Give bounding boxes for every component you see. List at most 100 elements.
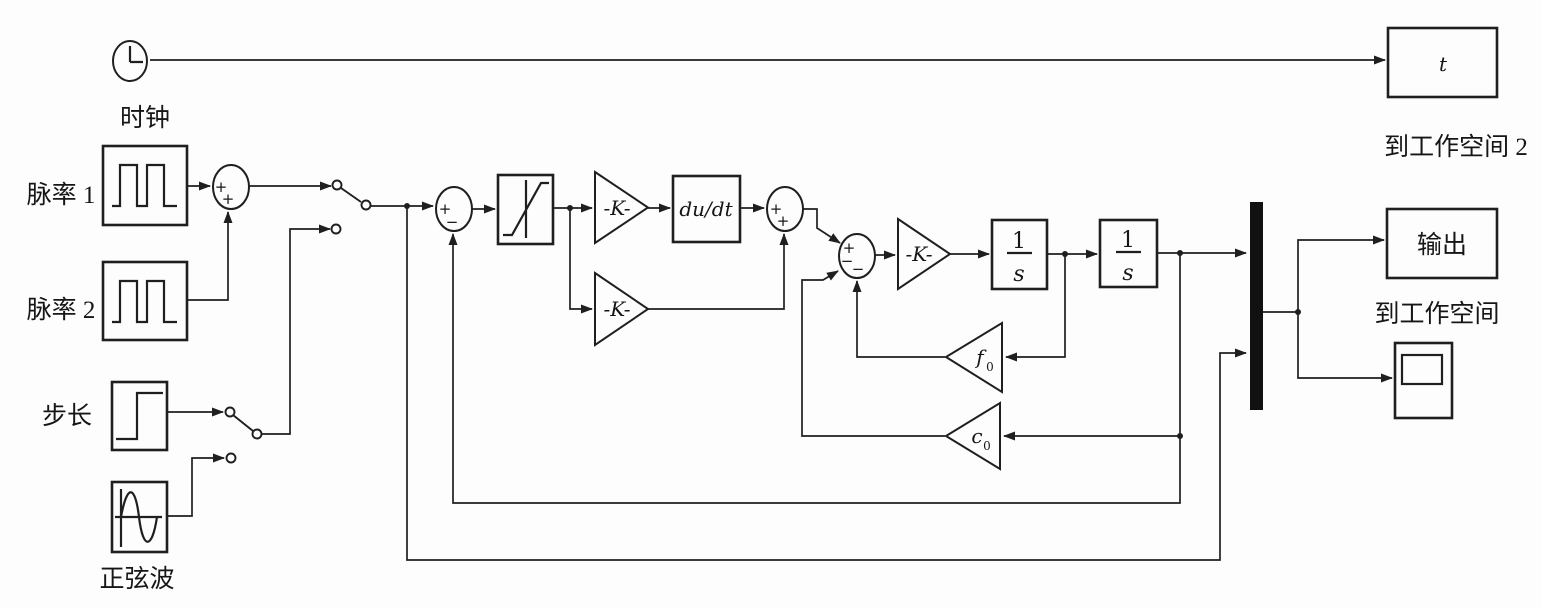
feedback-c0-block: c 0 (944, 401, 1001, 471)
sine-wave-icon (115, 489, 162, 547)
gain-upper-block: -K- (594, 170, 650, 245)
junction-input-branch (404, 203, 410, 209)
wire-switch2-lever (232, 414, 254, 432)
wire-gain-lower-to-deriv-sum (648, 233, 789, 310)
junction-c0-branch (1177, 433, 1183, 439)
wire-mux-to-output-block (1297, 235, 1385, 312)
wire-switch1-lever (340, 187, 362, 203)
wire-deriv-sum-to-state-sum (803, 208, 841, 244)
scope-screen-icon (1400, 353, 1444, 386)
pulse1-box (101, 144, 189, 227)
error-sum-sign-left: + (439, 200, 452, 218)
wire-integrator1-to-f0 (1005, 254, 1066, 362)
pulse2-box (101, 260, 189, 342)
f0-triangle (944, 321, 1003, 394)
integrator2-box (1098, 218, 1159, 289)
input-sum: + + (212, 164, 250, 210)
wire-pulse2-to-input-sum (187, 211, 233, 301)
f0-subscript: 0 (986, 360, 994, 374)
pulse1-caption: 脉率 1 (27, 181, 96, 209)
wire-mux-to-scope (1297, 312, 1393, 383)
switch1-terminal-top (331, 179, 343, 191)
integrator1-block: 1 s (990, 218, 1049, 291)
wire-output-feedback-to-error-sum (448, 233, 1181, 504)
gain-forward-label: -K- (905, 242, 932, 266)
state-sum-circle (838, 233, 876, 279)
gain-lower-label: -K- (603, 297, 630, 321)
junction-dots (404, 203, 1301, 439)
gain-forward-block: -K- (897, 217, 952, 291)
pulse-wave-icon (112, 163, 177, 208)
error-sum-sign-bottom: − (446, 213, 459, 231)
state-sum-sign-left: − (841, 252, 854, 270)
c0-letter: c (971, 424, 982, 448)
pulse1-block: 脉率 1 (27, 144, 189, 227)
integrator1-numerator: 1 (1012, 229, 1026, 254)
wire-input-signal-to-mux (406, 206, 1247, 561)
wire-c0-to-state-sum (801, 270, 945, 437)
time-workspace-label: t (1439, 52, 1448, 76)
clock-caption: 时钟 (120, 104, 170, 132)
mux-bar (1250, 202, 1263, 410)
scope-block (1393, 341, 1454, 420)
switch2-terminal-bottom (225, 452, 237, 464)
state-sum: + − − (838, 233, 876, 279)
clock-hands-icon (128, 46, 143, 64)
deriv-sum-circle (766, 186, 804, 232)
deriv-sum-sign-left: + (770, 200, 783, 218)
c0-subscript: 0 (983, 439, 991, 453)
gain-upper-label: -K- (603, 196, 630, 220)
time-workspace-block: t 到工作空间 2 (1384, 26, 1528, 161)
gain-lower-block: -K- (594, 271, 650, 347)
state-sum-sign-top: + (843, 239, 856, 257)
pulse2-caption: 脉率 2 (27, 296, 96, 324)
sine-caption: 正弦波 (99, 565, 174, 593)
wire-f0-to-state-sum (852, 280, 945, 358)
time-workspace-caption: 到工作空间 2 (1384, 133, 1528, 161)
step-wave-icon (116, 391, 163, 441)
pulse-wave-icon (112, 279, 177, 324)
junction-output-branch (1177, 250, 1183, 256)
integrator2-denominator: s (1122, 261, 1133, 286)
deriv-sum-sign-bottom: + (777, 212, 790, 230)
derivative-box (671, 174, 742, 244)
time-workspace-box (1386, 26, 1499, 99)
integrator1-denominator: s (1013, 262, 1024, 287)
state-sum-sign-bottom: − (852, 260, 865, 278)
switch2-terminal-top (224, 406, 236, 418)
clock-block: 时钟 (112, 40, 170, 132)
output-workspace-caption: 到工作空间 (1374, 300, 1499, 328)
deriv-sum: + + (766, 186, 804, 232)
error-sum-circle (435, 186, 473, 232)
integrator1-box (990, 218, 1049, 291)
derivative-label: du/dt (679, 197, 733, 221)
output-workspace-label: 输出 (1417, 231, 1467, 259)
wires (150, 55, 1393, 561)
feedback-f0-block: f 0 (944, 321, 1003, 394)
c0-triangle (944, 401, 1001, 471)
gain-upper-triangle (594, 170, 650, 245)
switch1-terminal-out (360, 199, 372, 211)
step-block: 步长 (42, 380, 169, 452)
manual-switch-1 (330, 179, 372, 235)
manual-switch-2 (224, 406, 263, 464)
saturation-block (496, 173, 555, 246)
output-workspace-block: 输出 到工作空间 (1374, 207, 1500, 328)
step-caption: 步长 (42, 402, 92, 430)
wire-switch2-to-switch1 (262, 224, 331, 435)
gain-lower-triangle (594, 271, 650, 347)
switch2-terminal-out (251, 428, 263, 440)
derivative-block: du/dt (671, 174, 742, 244)
junction-mux-out-branch (1295, 309, 1301, 315)
integrator2-numerator: 1 (1121, 228, 1135, 253)
wire-branch-to-gain-lower (569, 208, 593, 314)
error-sum: + − (435, 186, 473, 232)
sine-block: 正弦波 (99, 480, 175, 593)
pulse2-block: 脉率 2 (27, 260, 189, 342)
integrator2-block: 1 s (1098, 218, 1159, 289)
output-workspace-box (1385, 207, 1499, 280)
wire-sine-to-switch2 (167, 453, 225, 517)
gain-forward-triangle (897, 217, 952, 291)
saturation-icon (503, 180, 549, 238)
